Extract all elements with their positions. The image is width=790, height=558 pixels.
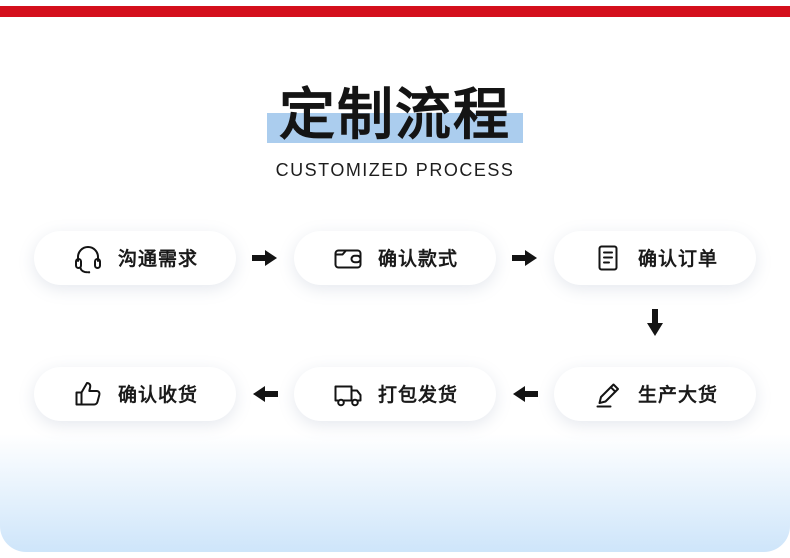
page-subtitle: CUSTOMIZED PROCESS (275, 159, 515, 180)
header: 定制流程 CUSTOMIZED PROCESS (0, 0, 790, 181)
delivery-truck-icon (332, 378, 364, 410)
flow-row-2: 确认收货 打包发货 (34, 366, 756, 421)
pencil-icon (592, 378, 624, 410)
flow-step-label: 确认订单 (637, 249, 718, 271)
arrow-right-icon (496, 249, 554, 267)
headset-icon (72, 242, 104, 274)
title-highlight (267, 112, 523, 143)
flow-step-confirm-receipt: 确认收货 (34, 366, 236, 421)
flow-step-confirm-order: 确认订单 (554, 230, 756, 285)
flow-row-1: 沟通需求 确认款式 (34, 230, 756, 285)
page-title: 定制流程 (267, 83, 523, 146)
flow-step-label: 沟通需求 (117, 249, 198, 271)
flow-step-label: 确认收货 (117, 385, 198, 407)
arrow-down-icon (646, 309, 664, 342)
flow-step-label: 生产大货 (637, 385, 718, 407)
flow-step-pack-ship: 打包发货 (294, 366, 496, 421)
arrow-right-icon (236, 249, 294, 267)
arrow-left-icon (236, 385, 294, 403)
flow-step-confirm-style: 确认款式 (294, 230, 496, 285)
order-document-icon (592, 242, 624, 274)
flow-step-communicate-needs: 沟通需求 (34, 230, 236, 285)
thumbs-up-icon (72, 378, 104, 410)
flow-step-mass-production: 生产大货 (554, 366, 756, 421)
bottom-gradient (0, 434, 790, 552)
wallet-icon (332, 242, 364, 274)
flow-connector (34, 285, 756, 367)
process-flow-diagram: 沟通需求 确认款式 (34, 230, 756, 421)
arrow-left-icon (496, 385, 554, 403)
flow-step-label: 打包发货 (377, 385, 458, 407)
flow-step-label: 确认款式 (377, 249, 458, 271)
page-title-text: 定制流程 (279, 83, 511, 146)
top-accent-bar (0, 6, 790, 17)
